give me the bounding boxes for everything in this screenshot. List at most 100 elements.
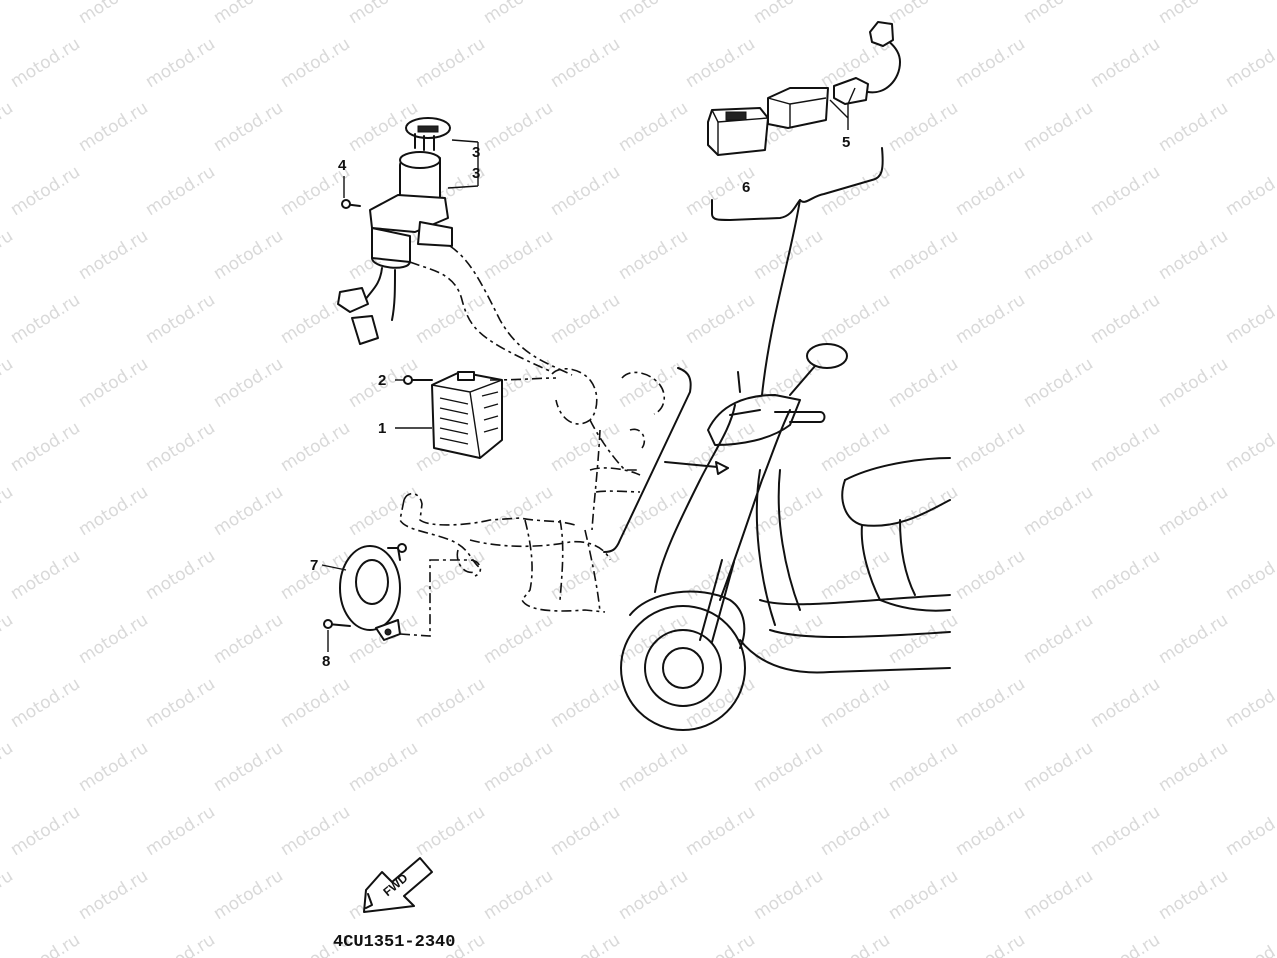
- watermark-text: motod.ru: [547, 162, 624, 220]
- watermark-text: motod.ru: [885, 98, 962, 156]
- watermark-text: motod.ru: [952, 418, 1029, 476]
- watermark-text: motod.ru: [345, 0, 422, 28]
- watermark-text: motod.ru: [412, 674, 489, 732]
- watermark-text: motod.ru: [142, 418, 219, 476]
- main-switch-group: [337, 117, 573, 376]
- watermark-text: motod.ru: [1020, 354, 1097, 412]
- watermark-text: motod.ru: [142, 674, 219, 732]
- watermark-text: motod.ru: [142, 290, 219, 348]
- watermark-text: motod.ru: [142, 162, 219, 220]
- watermark-text: motod.ru: [412, 290, 489, 348]
- watermark-text: motod.ru: [7, 162, 84, 220]
- watermark-text: motod.ru: [615, 610, 692, 668]
- watermark-text: motod.ru: [210, 226, 287, 284]
- group-bracket: [603, 367, 692, 553]
- watermark-text: motod.ru: [210, 0, 287, 28]
- callout-2: 2: [378, 372, 386, 389]
- callout-3b: 3: [472, 165, 480, 182]
- watermark-text: motod.ru: [885, 482, 962, 540]
- watermark-text: motod.ru: [75, 482, 152, 540]
- watermark-text: motod.ru: [1020, 610, 1097, 668]
- watermark-text: motod.ru: [1155, 98, 1232, 156]
- scooter-illustration: [620, 343, 951, 731]
- watermark-text: motod.ru: [0, 354, 17, 412]
- watermark-text: motod.ru: [7, 546, 84, 604]
- watermark-text: motod.ru: [952, 930, 1029, 958]
- watermark-text: motod.ru: [1222, 930, 1277, 958]
- watermark-text: motod.ru: [1222, 674, 1277, 732]
- watermark-text: motod.ru: [952, 546, 1029, 604]
- watermark-text: motod.ru: [547, 546, 624, 604]
- callout-6: 6: [742, 179, 750, 196]
- watermark-text: motod.ru: [1222, 290, 1277, 348]
- watermark-text: motod.ru: [7, 290, 84, 348]
- watermark-text: motod.ru: [1155, 610, 1232, 668]
- watermark-text: motod.ru: [1020, 0, 1097, 28]
- watermark-text: motod.ru: [885, 354, 962, 412]
- watermark-text: motod.ru: [480, 738, 557, 796]
- watermark-text: motod.ru: [75, 866, 152, 924]
- watermark-text: motod.ru: [1222, 162, 1277, 220]
- watermark-text: motod.ru: [412, 34, 489, 92]
- callout-3a: 3: [472, 144, 480, 161]
- watermark-text: motod.ru: [75, 610, 152, 668]
- watermark-text: motod.ru: [750, 738, 827, 796]
- watermark-text: motod.ru: [0, 226, 17, 284]
- watermark-text: motod.ru: [7, 930, 84, 958]
- watermark-text: motod.ru: [1020, 738, 1097, 796]
- watermark-text: motod.ru: [75, 98, 152, 156]
- watermark-text: motod.ru: [952, 802, 1029, 860]
- watermark-text: motod.ru: [0, 0, 17, 28]
- watermark-text: motod.ru: [1087, 34, 1164, 92]
- watermark-text: motod.ru: [480, 226, 557, 284]
- watermark-text: motod.ru: [1087, 802, 1164, 860]
- watermark-text: motod.ru: [1222, 546, 1277, 604]
- callout-1: 1: [378, 420, 386, 437]
- watermark-text: motod.ru: [952, 162, 1029, 220]
- watermark-text: motod.ru: [345, 738, 422, 796]
- watermark-text: motod.ru: [7, 418, 84, 476]
- watermark-text: motod.ru: [682, 34, 759, 92]
- horn-group: [321, 543, 482, 652]
- relay-group: [707, 21, 901, 221]
- watermark-text: motod.ru: [1155, 482, 1232, 540]
- watermark-text: motod.ru: [0, 482, 17, 540]
- callout-5a: 5: [842, 134, 850, 151]
- watermark-text: motod.ru: [1087, 162, 1164, 220]
- watermark-text: motod.ru: [615, 0, 692, 28]
- watermark-text: motod.ru: [1020, 482, 1097, 540]
- watermark-text: motod.ru: [615, 354, 692, 412]
- frame-outline: [399, 367, 666, 613]
- callout-8: 8: [322, 653, 330, 670]
- watermark-text: motod.ru: [615, 866, 692, 924]
- watermark-text: motod.ru: [480, 866, 557, 924]
- cable-line: [761, 199, 801, 396]
- watermark-text: motod.ru: [615, 226, 692, 284]
- watermark-text: motod.ru: [210, 866, 287, 924]
- watermark-text: motod.ru: [885, 866, 962, 924]
- watermark-text: motod.ru: [0, 610, 17, 668]
- watermark-text: motod.ru: [1155, 738, 1232, 796]
- watermark-text: motod.ru: [1020, 866, 1097, 924]
- watermark-text: motod.ru: [480, 0, 557, 28]
- watermark-text: motod.ru: [750, 482, 827, 540]
- watermark-text: motod.ru: [817, 546, 894, 604]
- watermark-text: motod.ru: [1020, 98, 1097, 156]
- rectifier-group: [395, 371, 557, 459]
- watermark-text: motod.ru: [142, 930, 219, 958]
- watermark-text: motod.ru: [1155, 866, 1232, 924]
- watermark-text: motod.ru: [615, 98, 692, 156]
- watermark-text: motod.ru: [75, 738, 152, 796]
- watermark-text: motod.ru: [277, 34, 354, 92]
- watermark-text: motod.ru: [547, 802, 624, 860]
- watermark-text: motod.ru: [817, 802, 894, 860]
- watermark-text: motod.ru: [412, 802, 489, 860]
- watermark-text: motod.ru: [210, 98, 287, 156]
- watermark-text: motod.ru: [75, 354, 152, 412]
- watermark-text: motod.ru: [750, 866, 827, 924]
- watermark-text: motod.ru: [547, 34, 624, 92]
- watermark-text: motod.ru: [7, 674, 84, 732]
- watermark-text: motod.ru: [75, 226, 152, 284]
- watermark-text: motod.ru: [0, 98, 17, 156]
